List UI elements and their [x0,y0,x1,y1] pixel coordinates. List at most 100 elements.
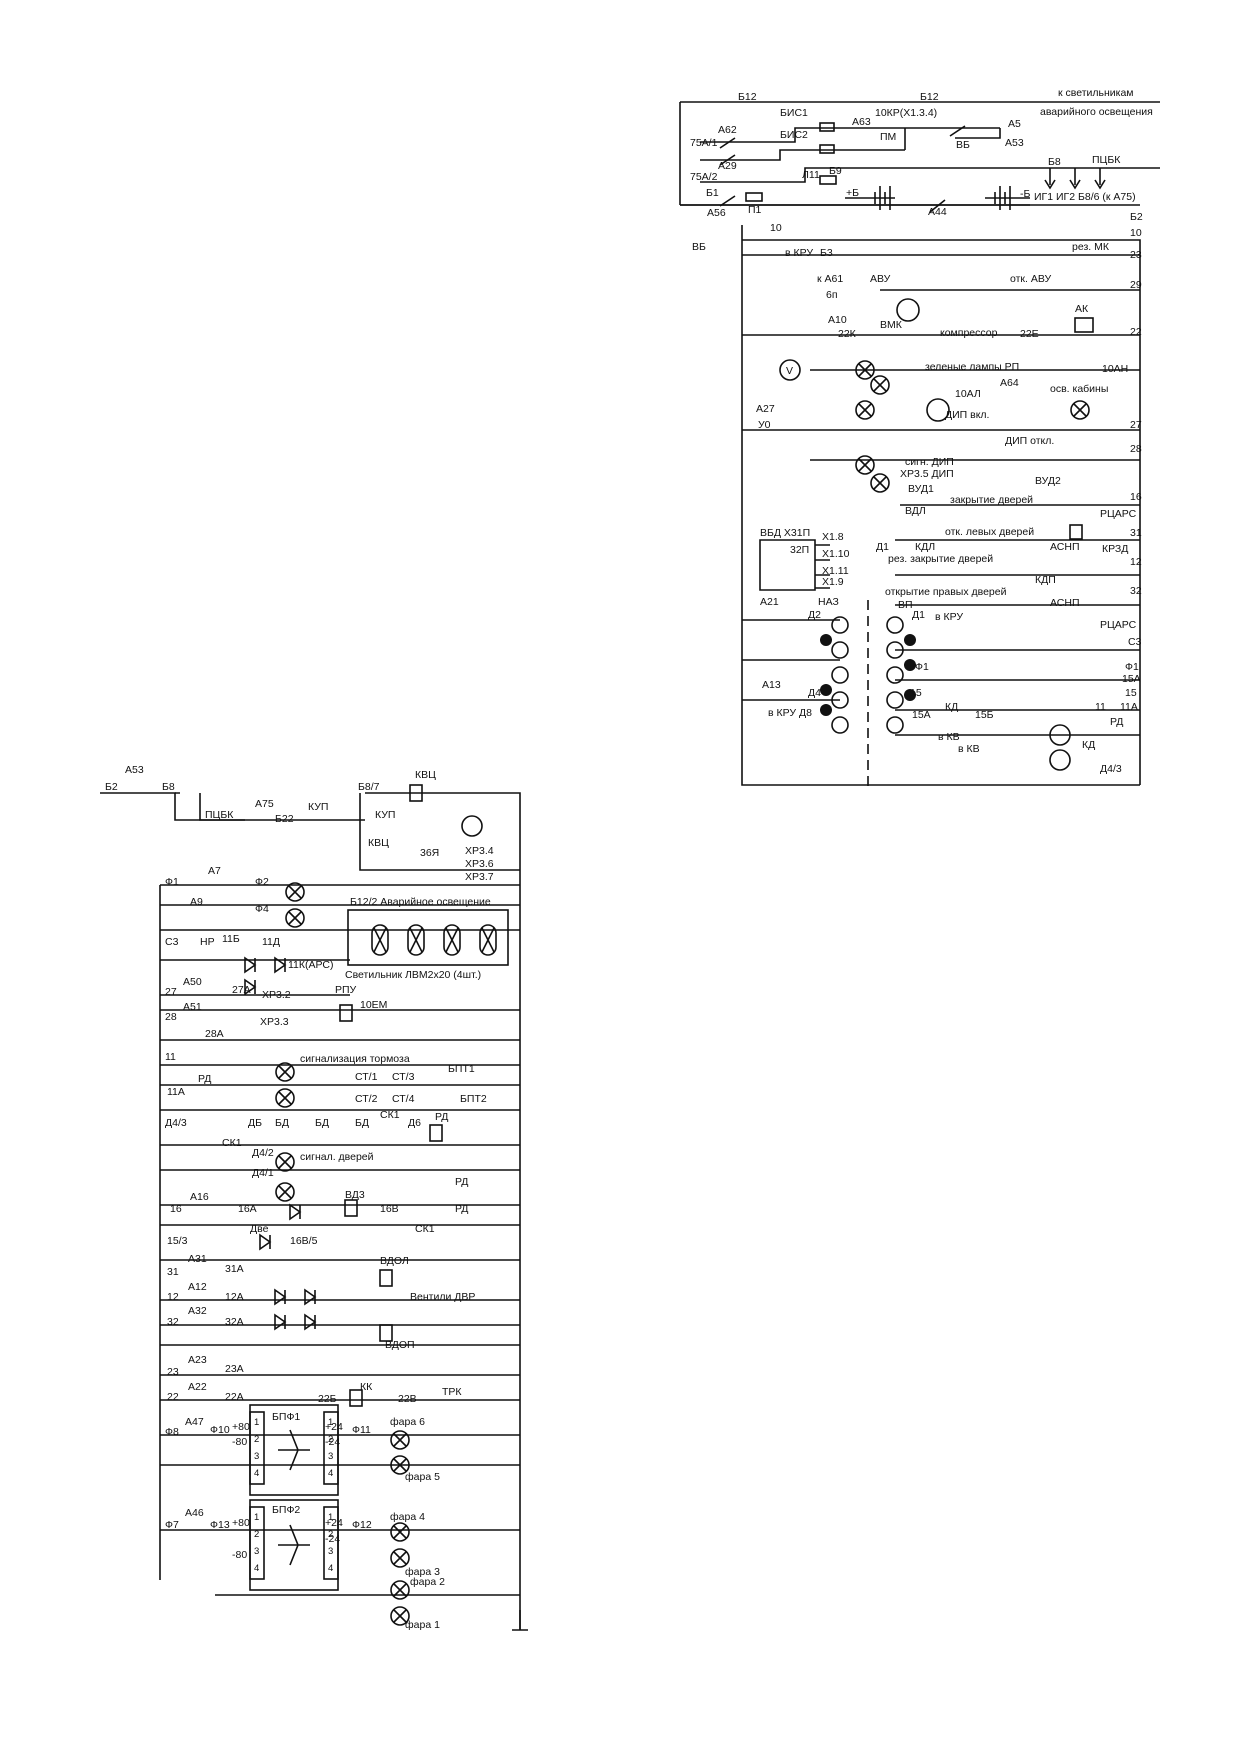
left-label: А22 [188,1381,207,1393]
right-label: 6п [826,289,838,301]
right-label: ИГ1 ИГ2 Б8/6 (к А75) [1034,191,1136,203]
left-label: БД [355,1117,369,1129]
left-label: фара 4 [390,1511,425,1523]
right-label: Д4/3 [1100,763,1122,775]
left-label: Две [250,1223,269,1235]
right-label: РД [1110,716,1123,728]
left-label: 32 [167,1316,179,1328]
right-label: Д4 [808,687,821,699]
right-label: 10АЛ [955,388,981,400]
right-label: А5 [1008,118,1021,130]
right-label: А27 [756,403,775,415]
right-label: АВУ [870,273,891,285]
block-pin-number: 3 [254,1546,259,1557]
left-label: А12 [188,1281,207,1293]
left-label: 22В [398,1393,417,1405]
left-label: А23 [188,1354,207,1366]
left-label: 36Я [420,847,439,859]
left-label: 32А [225,1316,244,1328]
left-label: 31А [225,1263,244,1275]
left-label: Ф11 [352,1424,371,1436]
left-label: ПЦБК [205,809,234,821]
left-label: РД [198,1073,211,1085]
right-label: 11 [1095,701,1106,713]
left-label: 23А [225,1363,244,1375]
right-label: У0 [758,419,771,431]
left-label: БПФ1 [272,1411,300,1423]
left-label: 22Б [318,1393,337,1405]
right-label: зеленые лампы РП [925,361,1019,373]
right-label: V [786,365,793,377]
right-label: А53 [1005,137,1024,149]
right-label: 29 [1130,279,1142,291]
right-label: БИС1 [780,107,808,119]
left-label: А51 [183,1001,202,1013]
left-label: фара 3 [405,1566,440,1578]
left-label: А9 [190,896,203,908]
left-label: Ф8 [165,1426,179,1438]
left-label: ВД3 [345,1189,365,1201]
right-label: компрессор [940,327,998,339]
left-label: ДБ [248,1117,262,1129]
left-label: ХР3.4 [465,845,494,857]
right-label: КДП [1035,574,1056,586]
left-label: А16 [190,1191,209,1203]
left-label: Ф13 [210,1519,230,1531]
right-label: 15Б [975,709,994,721]
right-label: 15А [912,709,931,721]
right-label: к А61 [817,273,843,285]
block-pin-number: 2 [254,1529,259,1540]
right-label: -Б [1020,188,1030,200]
right-label: в КВ [938,731,960,743]
right-label: А29 [718,160,737,172]
left-label: 28 [165,1011,177,1023]
left-label: РД [455,1203,468,1215]
left-label: КУП [375,809,395,821]
left-label: БД [275,1117,289,1129]
block-pin-number: 4 [328,1468,333,1479]
left-label: Д4/2 [252,1147,274,1159]
left-label: ХР3.7 [465,871,494,883]
right-label: в КРУ [935,611,963,623]
right-label: А62 [718,124,737,136]
left-label: фара 5 [405,1471,440,1483]
right-label: Х1.11 [822,565,849,577]
block-pin-number: 1 [254,1417,259,1428]
right-label: ДИП вкл. [945,409,989,421]
right-label: отк. левых дверей [945,526,1034,538]
right-label: ПЦБК [1092,154,1121,166]
right-label: АК [1075,303,1089,315]
right-label: Б9 [829,165,842,177]
right-label: в КВ [958,743,980,755]
left-label: Светильник ЛВМ2х20 (4шт.) [345,969,481,981]
left-label: +80 [232,1517,250,1529]
right-label: к светильникам [1058,87,1134,99]
left-label: 23 [167,1366,179,1378]
right-label: 16 [1130,491,1142,503]
left-label: ХР3.2 [262,989,291,1001]
right-label: сигн. ДИП [905,456,954,468]
left-label: 31 [167,1266,179,1278]
block-pin-number: 4 [254,1563,259,1574]
left-label: Ф1 [165,876,179,888]
left-label: 16В [380,1203,399,1215]
right-label: осв. кабины [1050,383,1108,395]
right-label: НАЗ [818,596,839,608]
right-label: А64 [1000,377,1019,389]
right-label: 75А/1 [690,137,718,149]
left-label: А31 [188,1253,207,1265]
left-label: Б22 [275,813,294,825]
right-label: Б3 [820,247,833,259]
block-pin-number: 3 [328,1546,333,1557]
block-pin-number: 2 [254,1434,259,1445]
right-label: Б2 [1130,211,1143,223]
left-label: сигнализация тормоза [300,1053,410,1065]
block-pin-number: 3 [254,1451,259,1462]
right-label: открытие правых дверей [885,586,1007,598]
right-label: закрытие дверей [950,494,1033,506]
left-label: 22А [225,1391,244,1403]
left-label: Д6 [408,1117,421,1129]
